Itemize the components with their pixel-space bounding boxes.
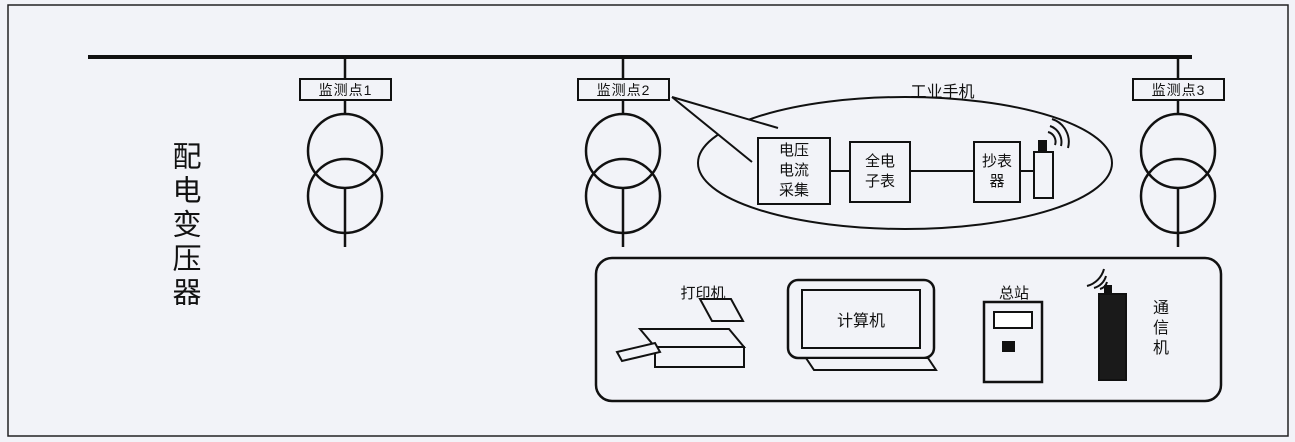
wireless-signal-icon — [1099, 281, 1108, 290]
industrial-handset-label: 工业手机 — [910, 84, 975, 101]
computer-label: 计算机 — [836, 313, 885, 330]
master-station-label: 总站 — [998, 284, 1029, 302]
transformer-icon-2 — [584, 57, 662, 247]
comm-unit-icon — [1086, 268, 1127, 381]
voltage-current-box: 电压 电流 采集 — [757, 137, 831, 205]
handheld-device-icon — [1033, 118, 1070, 199]
comm-unit-label: 通信机 — [1150, 299, 1167, 359]
computer-icon — [786, 278, 938, 371]
distribution-transformer-label: 配电变压器 — [168, 141, 200, 311]
meter-reader-box: 抄表 器 — [973, 141, 1021, 203]
wireless-signal-icon — [1047, 131, 1057, 146]
monitor-point-3-label: 监测点3 — [1132, 78, 1225, 101]
monitor-point-1-label: 监测点1 — [299, 78, 392, 101]
printer-label: 打印机 — [680, 284, 726, 302]
electronic-meter-box: 全电 子表 — [849, 141, 911, 203]
frame-border — [7, 4, 1289, 437]
transformer-icon-3 — [1139, 57, 1217, 247]
printer-icon — [615, 298, 747, 368]
master-station-icon — [982, 300, 1044, 384]
station-panel-border — [594, 256, 1223, 403]
monitor-point-2-label: 监测点2 — [577, 78, 670, 101]
